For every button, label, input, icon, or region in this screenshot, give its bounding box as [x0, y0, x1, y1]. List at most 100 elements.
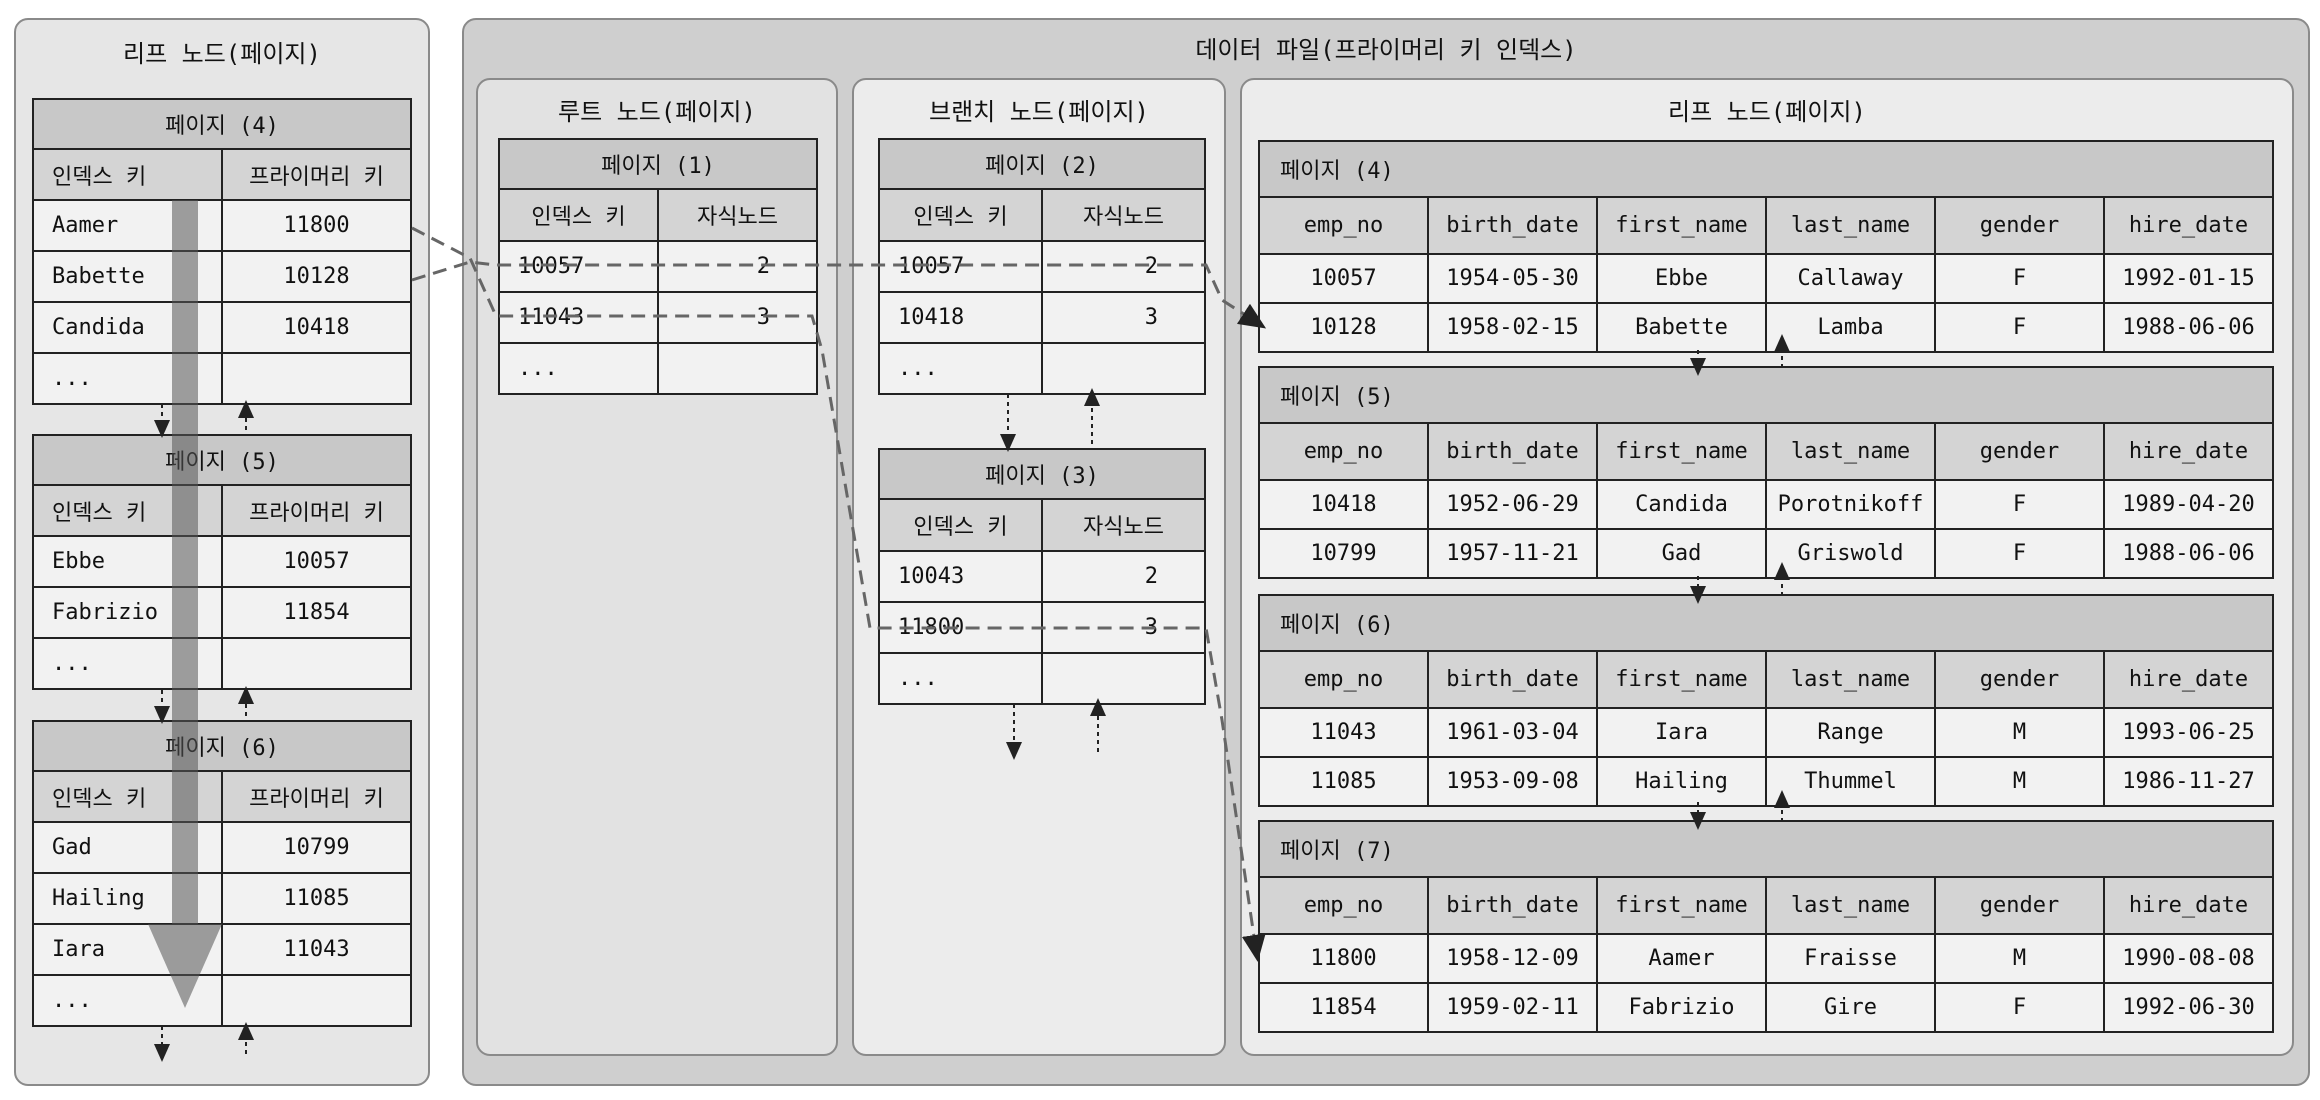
- index-key-cell: Hailing: [32, 872, 223, 925]
- cell: 1992-01-15: [2103, 253, 2274, 304]
- cell: Ebbe: [1596, 253, 1767, 304]
- cell: Callaway: [1765, 253, 1936, 304]
- col-first-name-header: first_name: [1596, 196, 1767, 255]
- page-label: 페이지 (3): [878, 448, 1206, 500]
- table-row: 10057 1954-05-30 Ebbe Callaway F 1992-01…: [1258, 253, 2274, 304]
- table-row: 10128 1958-02-15 Babette Lamba F 1988-06…: [1258, 302, 2274, 353]
- table-row: 11043 1961-03-04 Iara Range M 1993-06-25: [1258, 707, 2274, 758]
- col-last-name-header: last_name: [1765, 650, 1936, 709]
- page-label: 페이지 (6): [32, 720, 412, 772]
- primary-leaf-page-5: 페이지 (5) emp_no birth_date first_name las…: [1258, 366, 2274, 579]
- child-node-cell: [1041, 342, 1206, 395]
- index-key-header: 인덱스 키: [878, 498, 1043, 552]
- index-key-cell: ...: [498, 342, 659, 395]
- table-row: 11085 1953-09-08 Hailing Thummel M 1986-…: [1258, 756, 2274, 807]
- child-node-cell: 3: [1041, 291, 1206, 344]
- index-key-cell: ...: [32, 974, 223, 1027]
- child-node-cell: 2: [657, 240, 818, 293]
- page-label: 페이지 (6): [1258, 594, 2274, 652]
- cell: Gire: [1765, 982, 1936, 1033]
- col-gender-header: gender: [1934, 196, 2105, 255]
- col-last-name-header: last_name: [1765, 876, 1936, 935]
- cell: 10799: [1258, 528, 1429, 579]
- child-node-header: 자식노드: [1041, 498, 1206, 552]
- index-key-header: 인덱스 키: [32, 770, 223, 823]
- cell: 1990-08-08: [2103, 933, 2274, 984]
- primary-key-cell: 10057: [221, 535, 412, 588]
- page-label: 페이지 (7): [1258, 820, 2274, 878]
- page-label: 페이지 (5): [32, 434, 412, 486]
- col-hire-date-header: hire_date: [2103, 650, 2274, 709]
- cell: F: [1934, 479, 2105, 530]
- col-last-name-header: last_name: [1765, 422, 1936, 481]
- cell: 10057: [1258, 253, 1429, 304]
- page-label: 페이지 (4): [32, 98, 412, 150]
- col-first-name-header: first_name: [1596, 650, 1767, 709]
- cell: 1988-06-06: [2103, 528, 2274, 579]
- cell: 1959-02-11: [1427, 982, 1598, 1033]
- cell: Babette: [1596, 302, 1767, 353]
- col-birth-date-header: birth_date: [1427, 876, 1598, 935]
- index-key-cell: Aamer: [32, 199, 223, 252]
- index-key-header: 인덱스 키: [878, 188, 1043, 242]
- index-key-cell: Gad: [32, 821, 223, 874]
- index-key-header: 인덱스 키: [498, 188, 659, 242]
- cell: M: [1934, 756, 2105, 807]
- primary-key-cell: 11854: [221, 586, 412, 639]
- index-key-cell: Iara: [32, 923, 223, 976]
- primary-key-cell: 11043: [221, 923, 412, 976]
- child-node-header: 자식노드: [1041, 188, 1206, 242]
- cell: 1954-05-30: [1427, 253, 1598, 304]
- primary-leaf-page-4: 페이지 (4) emp_no birth_date first_name las…: [1258, 140, 2274, 353]
- index-key-cell: Babette: [32, 250, 223, 303]
- cell: 11085: [1258, 756, 1429, 807]
- index-key-cell: ...: [32, 352, 223, 405]
- cell: 1993-06-25: [2103, 707, 2274, 758]
- col-emp-no-header: emp_no: [1258, 876, 1429, 935]
- cell: F: [1934, 302, 2105, 353]
- index-key-cell: ...: [32, 637, 223, 690]
- primary-key-cell: [221, 974, 412, 1027]
- col-hire-date-header: hire_date: [2103, 422, 2274, 481]
- cell: 10128: [1258, 302, 1429, 353]
- col-last-name-header: last_name: [1765, 196, 1936, 255]
- col-birth-date-header: birth_date: [1427, 196, 1598, 255]
- cell: Thummel: [1765, 756, 1936, 807]
- child-node-cell: 3: [1041, 601, 1206, 654]
- cell: 1958-02-15: [1427, 302, 1598, 353]
- panel-title: 리프 노드(페이지): [1668, 98, 1866, 126]
- col-hire-date-header: hire_date: [2103, 876, 2274, 935]
- child-node-cell: [1041, 652, 1206, 705]
- primary-key-cell: 10799: [221, 821, 412, 874]
- primary-key-header: 프라이머리 키: [221, 148, 412, 201]
- primary-key-header: 프라이머리 키: [221, 484, 412, 537]
- col-emp-no-header: emp_no: [1258, 422, 1429, 481]
- cell: F: [1934, 253, 2105, 304]
- index-key-cell: 11043: [498, 291, 659, 344]
- cell: F: [1934, 982, 2105, 1033]
- index-key-cell: Fabrizio: [32, 586, 223, 639]
- page-label: 페이지 (1): [498, 138, 818, 190]
- primary-key-cell: 11085: [221, 872, 412, 925]
- panel-title: 리프 노드(페이지): [123, 40, 321, 68]
- cell: M: [1934, 933, 2105, 984]
- cell: 1953-09-08: [1427, 756, 1598, 807]
- primary-key-cell: [221, 637, 412, 690]
- cell: F: [1934, 528, 2105, 579]
- cell: 1988-06-06: [2103, 302, 2274, 353]
- index-key-header: 인덱스 키: [32, 148, 223, 201]
- cell: Hailing: [1596, 756, 1767, 807]
- cell: Gad: [1596, 528, 1767, 579]
- index-key-cell: Candida: [32, 301, 223, 354]
- cell: Porotnikoff: [1765, 479, 1936, 530]
- panel-title: 브랜치 노드(페이지): [929, 98, 1149, 126]
- index-key-cell: ...: [878, 652, 1043, 705]
- col-emp-no-header: emp_no: [1258, 196, 1429, 255]
- panel-title: 루트 노드(페이지): [558, 98, 756, 126]
- cell: M: [1934, 707, 2105, 758]
- cell: 1986-11-27: [2103, 756, 2274, 807]
- index-key-cell: 10418: [878, 291, 1043, 344]
